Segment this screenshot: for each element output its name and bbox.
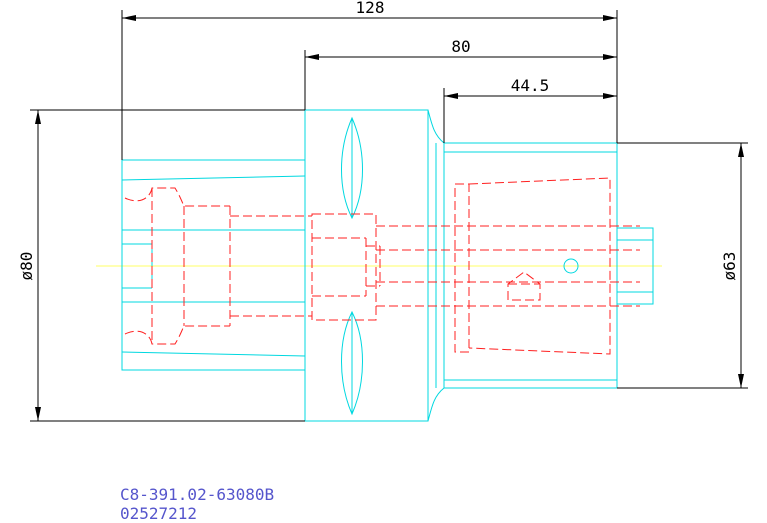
dimension-mid-length: 80 xyxy=(451,37,470,56)
part-number: C8-391.02-63080B xyxy=(120,485,274,504)
dimension-arrows xyxy=(35,15,744,421)
dimension-short-length: 44.5 xyxy=(511,76,550,95)
dimension-overall-length: 128 xyxy=(356,0,385,17)
dimension-left-diameter: ø80 xyxy=(17,252,36,281)
dimension-lines xyxy=(30,10,748,422)
hidden-lines xyxy=(124,177,640,355)
part-outline xyxy=(121,109,654,422)
item-code: 02527212 xyxy=(120,504,197,523)
dimension-right-diameter: ø63 xyxy=(720,252,739,281)
